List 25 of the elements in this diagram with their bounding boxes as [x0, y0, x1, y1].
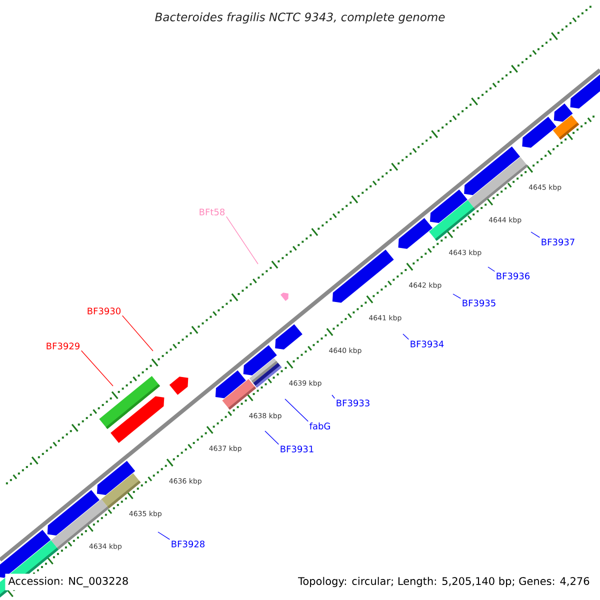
- leader-line: [264, 430, 280, 445]
- leader-line: [452, 294, 462, 299]
- gene-label: BF3931: [280, 446, 314, 452]
- gene-label: BF3929: [46, 342, 80, 350]
- leader-line: [80, 350, 114, 386]
- gene-label: BF3934: [410, 340, 444, 348]
- gene-label: BF3937: [542, 238, 574, 246]
- gene-label: BF3935: [462, 300, 496, 306]
- gene-label: BF3936: [496, 272, 530, 280]
- gene-label: BF3933: [336, 400, 370, 406]
- leader-line: [332, 394, 336, 399]
- gene-label: fabG: [310, 422, 330, 430]
- leader-line: [158, 532, 170, 540]
- leader-line: [402, 334, 410, 340]
- leader-line: [284, 398, 308, 422]
- leader-line: [488, 266, 496, 272]
- title: Bacteroides fragilis NCTC 9343, complete genome: [155, 12, 445, 24]
- gene-label: BFt58: [200, 208, 225, 216]
- leader-line: [530, 232, 540, 238]
- leader-line: [122, 315, 154, 352]
- accession-label: Accession: NC_003228: [5, 574, 132, 590]
- gene-label: BF3930: [88, 308, 121, 314]
- leader-line: [226, 216, 258, 264]
- genome-info-text: Topology: circular; Length: 5,205,140 bp; Genes: 4,276: [298, 576, 590, 588]
- gene-label: BF3928: [172, 540, 204, 548]
